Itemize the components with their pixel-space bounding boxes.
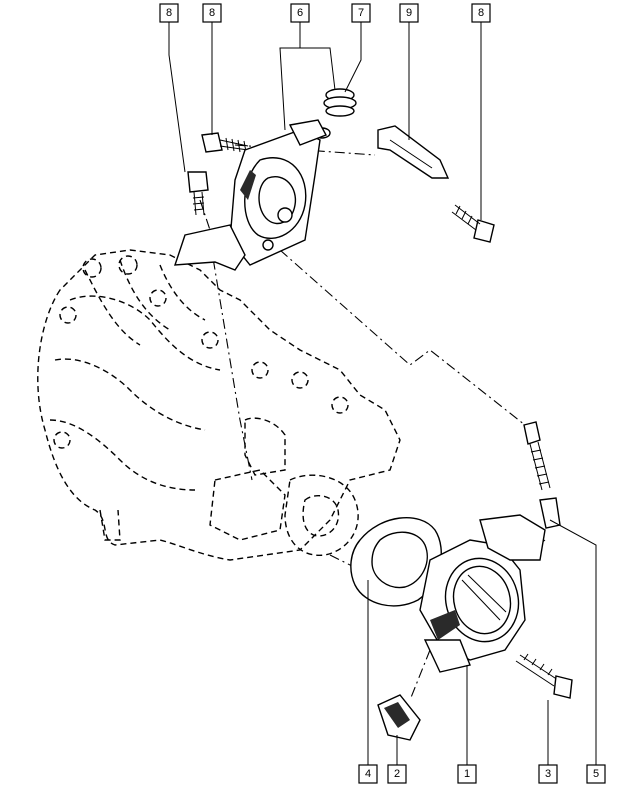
callout-2: 2 <box>387 764 407 784</box>
bolt-mid-left <box>187 171 209 216</box>
leader-lines <box>168 22 597 765</box>
intake-manifold <box>37 249 401 561</box>
callout-label: 8 <box>478 7 484 19</box>
callout-8-top-left: 8 <box>159 3 179 23</box>
callout-6: 6 <box>290 3 310 23</box>
callout-label: 7 <box>358 7 364 19</box>
throttle-position-sensor <box>377 694 421 741</box>
callout-9: 9 <box>399 3 419 23</box>
throttle-body-bolt <box>515 653 573 699</box>
callout-3: 3 <box>538 764 558 784</box>
callout-label: 1 <box>464 768 470 780</box>
bracket <box>377 125 450 179</box>
throttle-body <box>419 514 546 673</box>
accelerator-cable <box>523 421 561 529</box>
callout-label: 9 <box>406 7 412 19</box>
callout-label: 5 <box>593 768 599 780</box>
callout-label: 8 <box>166 7 172 19</box>
idle-speed-actuator <box>174 119 327 271</box>
bolt-upper-left <box>201 132 249 153</box>
callout-4: 4 <box>358 764 378 784</box>
callout-7: 7 <box>351 3 371 23</box>
callout-label: 2 <box>394 768 400 780</box>
gasket <box>350 516 442 607</box>
callout-label: 3 <box>545 768 551 780</box>
callout-label: 8 <box>209 7 215 19</box>
callout-8-top-second: 8 <box>202 3 222 23</box>
callout-label: 6 <box>297 7 303 19</box>
callout-8-top-right: 8 <box>471 3 491 23</box>
callout-label: 4 <box>365 768 371 780</box>
callout-5: 5 <box>586 764 606 784</box>
callout-1: 1 <box>457 764 477 784</box>
bolt-right <box>451 204 495 243</box>
